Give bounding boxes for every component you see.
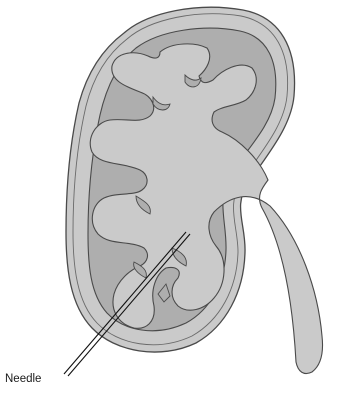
needle-label: Needle (5, 373, 41, 385)
